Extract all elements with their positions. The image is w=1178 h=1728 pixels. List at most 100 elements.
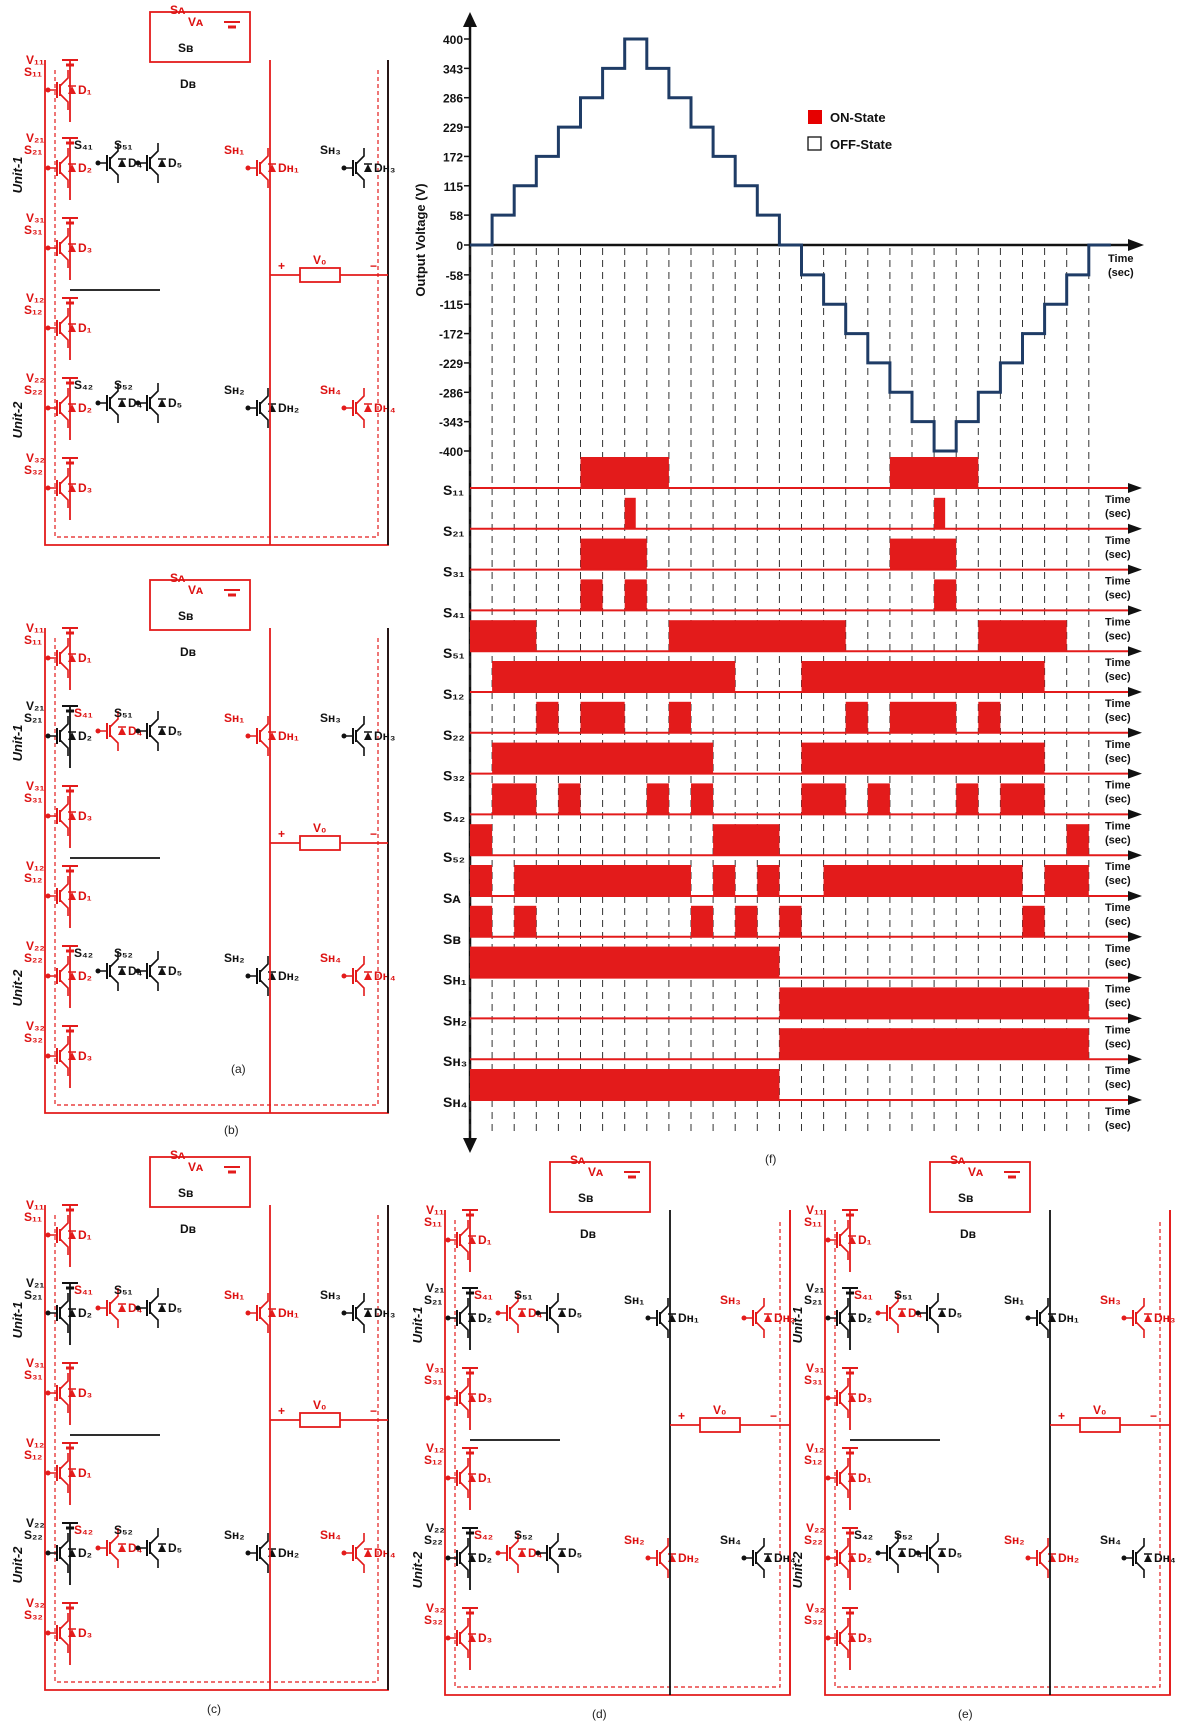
- signal-time-label: Time: [1105, 902, 1130, 914]
- diode-label: D₁: [478, 1233, 492, 1247]
- load-plus: +: [278, 827, 285, 841]
- signal-time-unit: (sec): [1105, 630, 1131, 642]
- diode-label: Dʜ₁: [1058, 1311, 1079, 1325]
- switch-label: S₂₂: [24, 383, 43, 397]
- diode-label: D₅: [168, 156, 182, 170]
- gate-terminal-icon: [1025, 1555, 1031, 1561]
- sb-label: Sʙ: [178, 1186, 193, 1200]
- on-state-bar: [867, 783, 890, 815]
- on-state-bar: [558, 783, 581, 815]
- source-label: V₁₂: [26, 1436, 44, 1450]
- gate-terminal-icon: [45, 165, 51, 171]
- switch-label: S₁₁: [24, 1210, 42, 1224]
- diode-label: D₄: [128, 156, 143, 170]
- switch-label: Sʜ₄: [720, 1533, 741, 1547]
- signal-time-label: Time: [1105, 494, 1130, 506]
- switch-label: S₃₁: [24, 223, 43, 237]
- collector-emitter-leads: [1135, 1538, 1145, 1578]
- y-tick-label: 229: [443, 121, 463, 135]
- on-state-bar: [801, 783, 846, 815]
- gate-terminal-icon: [915, 1310, 921, 1316]
- signal-time-unit: (sec): [1105, 998, 1131, 1010]
- collector-emitter-leads: [839, 1538, 849, 1578]
- diode-icon: [518, 1309, 526, 1317]
- switch-label: Sʜ₄: [1100, 1533, 1121, 1547]
- unit-2-label: Unit-2: [10, 1546, 25, 1584]
- gate-terminal-icon: [825, 1395, 831, 1401]
- diode-label: D₅: [948, 1306, 962, 1320]
- on-state-bar: [801, 742, 1045, 774]
- source-label: V₁₁: [26, 621, 44, 635]
- collector-emitter-leads: [889, 1533, 899, 1573]
- collector-emitter-leads: [355, 148, 365, 188]
- switch-label: Sʜ₁: [624, 1293, 644, 1307]
- unit-1-label: Unit-1: [10, 157, 25, 194]
- on-state-bar: [691, 905, 714, 937]
- collector-emitter-leads: [549, 1533, 559, 1573]
- sb-label: Sʙ: [178, 41, 193, 55]
- on-state-bar: [934, 497, 946, 529]
- circuit-panel: VᴀSᴀSʙDʙV₁₁S₁₁D₁V₂₁S₂₁D₂V₃₁S₃₁D₃V₁₂S₁₂D₁…: [790, 1153, 1176, 1696]
- diode-label: D₅: [948, 1546, 962, 1560]
- switch-label: S₂₂: [24, 951, 43, 965]
- on-state-bar: [470, 946, 780, 978]
- diode-label: Dʜ₁: [678, 1311, 699, 1325]
- on-state-bar: [1044, 865, 1089, 896]
- diode-label: D₄: [528, 1306, 543, 1320]
- on-state-bar: [889, 457, 979, 488]
- load-plus: +: [278, 1404, 285, 1418]
- gate-terminal-icon: [341, 733, 347, 739]
- switch-label: S₂₁: [24, 143, 42, 157]
- collector-emitter-leads: [59, 1215, 69, 1255]
- collector-emitter-leads: [109, 951, 119, 991]
- diode-label: D₂: [78, 1546, 92, 1560]
- signal-time-unit: (sec): [1105, 549, 1131, 561]
- gate-terminal-icon: [45, 245, 51, 251]
- diode-label: D₄: [908, 1306, 923, 1320]
- source-label: Vᴀ: [188, 15, 204, 29]
- on-state-bar: [691, 783, 714, 815]
- source-label: V₁₁: [426, 1203, 444, 1217]
- gate-terminal-icon: [1121, 1315, 1127, 1321]
- diode-label: D₂: [78, 401, 92, 415]
- diode-label: D₅: [168, 724, 182, 738]
- diode-label: D₃: [858, 1391, 872, 1405]
- switch-label: S₄₂: [74, 1523, 93, 1537]
- gate-terminal-icon: [45, 655, 51, 661]
- switch-label: S₅₂: [514, 1528, 533, 1542]
- switch-label: S₅₁: [114, 138, 133, 152]
- gate-terminal-icon: [245, 1550, 251, 1556]
- collector-emitter-leads: [259, 956, 269, 996]
- source-label: V₂₂: [426, 1521, 445, 1535]
- diode-label: D₂: [78, 969, 92, 983]
- switch-label: S₂₁: [424, 1293, 442, 1307]
- db-label: Dʙ: [180, 1222, 196, 1236]
- signal-label: S₁₂: [443, 686, 464, 702]
- diode-icon: [518, 1549, 526, 1557]
- collector-emitter-leads: [59, 1036, 69, 1076]
- gate-terminal-icon: [135, 728, 141, 734]
- source-label: V₂₂: [26, 371, 45, 385]
- gate-terminal-icon: [45, 1470, 51, 1476]
- gate-terminal-icon: [445, 1635, 451, 1641]
- signal-time-label: Time: [1105, 1065, 1130, 1077]
- gate-terminal-icon: [95, 160, 101, 166]
- gate-terminal-icon: [341, 165, 347, 171]
- legend-off-label: OFF-State: [830, 137, 892, 152]
- diode-label: D₅: [568, 1306, 582, 1320]
- gate-terminal-icon: [445, 1555, 451, 1561]
- circuit-panel: VᴀSᴀSʙDʙV₁₁S₁₁D₁V₂₁S₂₁D₂V₃₁S₃₁D₃V₁₂S₁₂D₁…: [10, 1148, 396, 1691]
- collector-emitter-leads: [259, 1293, 269, 1333]
- unit-1-label: Unit-1: [790, 1307, 805, 1344]
- unit-1-label: Unit-1: [410, 1307, 425, 1344]
